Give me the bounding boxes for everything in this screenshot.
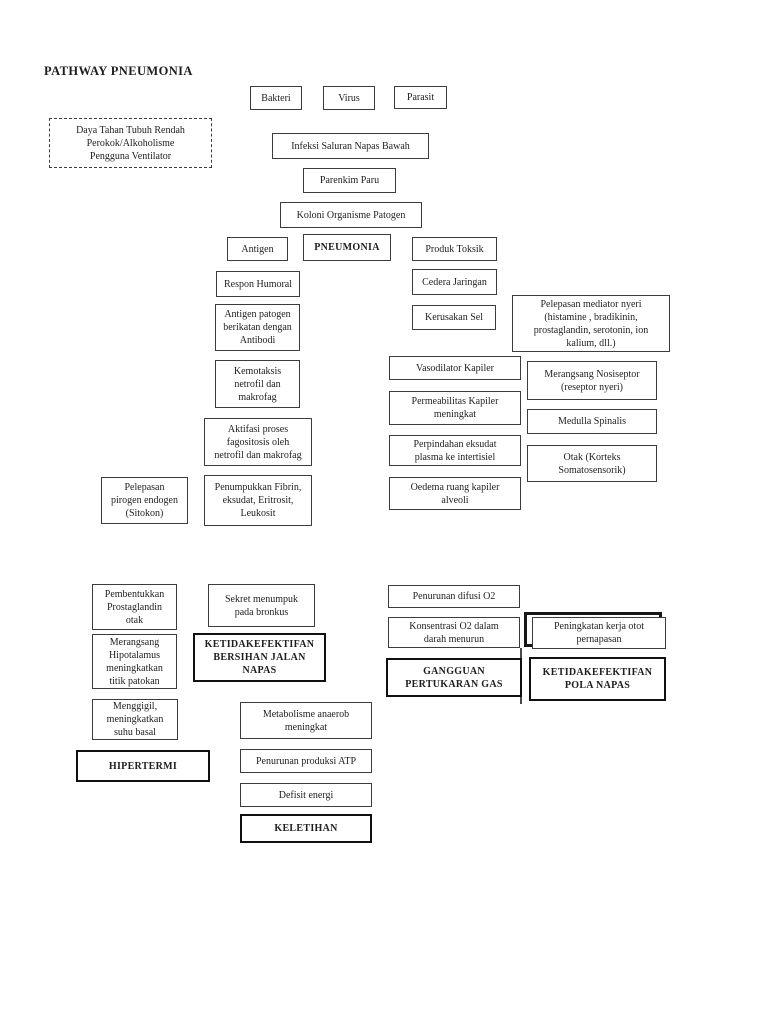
node-penumpukkan-fibrin: Penumpukkan Fibrin, eksudat, Eritrosit, … [204, 475, 312, 526]
node-bakteri: Bakteri [250, 86, 302, 110]
node-pneumonia: PNEUMONIA [303, 234, 391, 261]
node-hipertermi: HIPERTERMI [76, 750, 210, 782]
node-infeksi-saluran-napas: Infeksi Saluran Napas Bawah [272, 133, 429, 159]
node-defisit-energi: Defisit energi [240, 783, 372, 807]
node-kerusakan-sel: Kerusakan Sel [412, 305, 496, 330]
node-pelepasan-pirogen: Pelepasan pirogen endogen (Sitokon) [101, 477, 188, 524]
node-konsentrasi-o2-menurun: Konsentrasi O2 dalam darah menurun [388, 617, 520, 648]
node-kemotaksis: Kemotaksis netrofil dan makrofag [215, 360, 300, 408]
node-merangsang-hipotalamus: Merangsang Hipotalamus meningkatkan titi… [92, 634, 177, 689]
node-keletihan: KELETIHAN [240, 814, 372, 843]
node-koloni-organisme-patogen: Koloni Organisme Patogen [280, 202, 422, 228]
node-gangguan-pertukaran-gas: GANGGUAN PERTUKARAN GAS [386, 658, 522, 697]
node-risk-factors: Daya Tahan Tubuh Rendah Perokok/Alkoholi… [49, 118, 212, 168]
node-menggigil: Menggigil, meningkatkan suhu basal [92, 699, 178, 740]
node-vasodilator-kapiler: Vasodilator Kapiler [389, 356, 521, 380]
node-medulla-spinalis: Medulla Spinalis [527, 409, 657, 434]
node-antigen-patogen-antibodi: Antigen patogen berikatan dengan Antibod… [215, 304, 300, 351]
node-ketidakefektifan-pola-napas: KETIDAKEFEKTIFAN POLA NAPAS [529, 657, 666, 701]
node-parenkim-paru: Parenkim Paru [303, 168, 396, 193]
node-merangsang-nosiseptor: Merangsang Nosiseptor (reseptor nyeri) [527, 361, 657, 400]
node-aktifasi-fagositosis: Aktifasi proses fagositosis oleh netrofi… [204, 418, 312, 466]
node-oedema-ruang-kapiler: Oedema ruang kapiler alveoli [389, 477, 521, 510]
node-pelepasan-mediator-nyeri: Pelepasan mediator nyeri (histamine , br… [512, 295, 670, 352]
node-respon-humoral: Respon Humoral [216, 271, 300, 297]
node-penurunan-produksi-atp: Penurunan produksi ATP [240, 749, 372, 773]
node-parasit: Parasit [394, 86, 447, 109]
node-peningkatan-kerja-otot: Peningkatan kerja otot pernapasan [532, 617, 666, 649]
node-produk-toksik: Produk Toksik [412, 237, 497, 261]
node-antigen: Antigen [227, 237, 288, 261]
node-pembentukkan-prostaglandin: Pembentukkan Prostaglandin otak [92, 584, 177, 630]
page-title: PATHWAY PNEUMONIA [44, 64, 193, 78]
node-otak-korteks: Otak (Korteks Somatosensorik) [527, 445, 657, 482]
node-virus: Virus [323, 86, 375, 110]
node-permeabilitas-kapiler: Permeabilitas Kapiler meningkat [389, 391, 521, 425]
node-ketidakefektifan-bersihan-jalan-napas: KETIDAKEFEKTIFAN BERSIHAN JALAN NAPAS [193, 633, 326, 682]
node-metabolisme-anaerob: Metabolisme anaerob meningkat [240, 702, 372, 739]
node-perpindahan-eksudat: Perpindahan eksudat plasma ke intertisie… [389, 435, 521, 466]
node-sekret-menumpuk: Sekret menumpuk pada bronkus [208, 584, 315, 627]
node-penurunan-difusi-o2: Penurunan difusi O2 [388, 585, 520, 608]
node-cedera-jaringan: Cedera Jaringan [412, 269, 497, 295]
